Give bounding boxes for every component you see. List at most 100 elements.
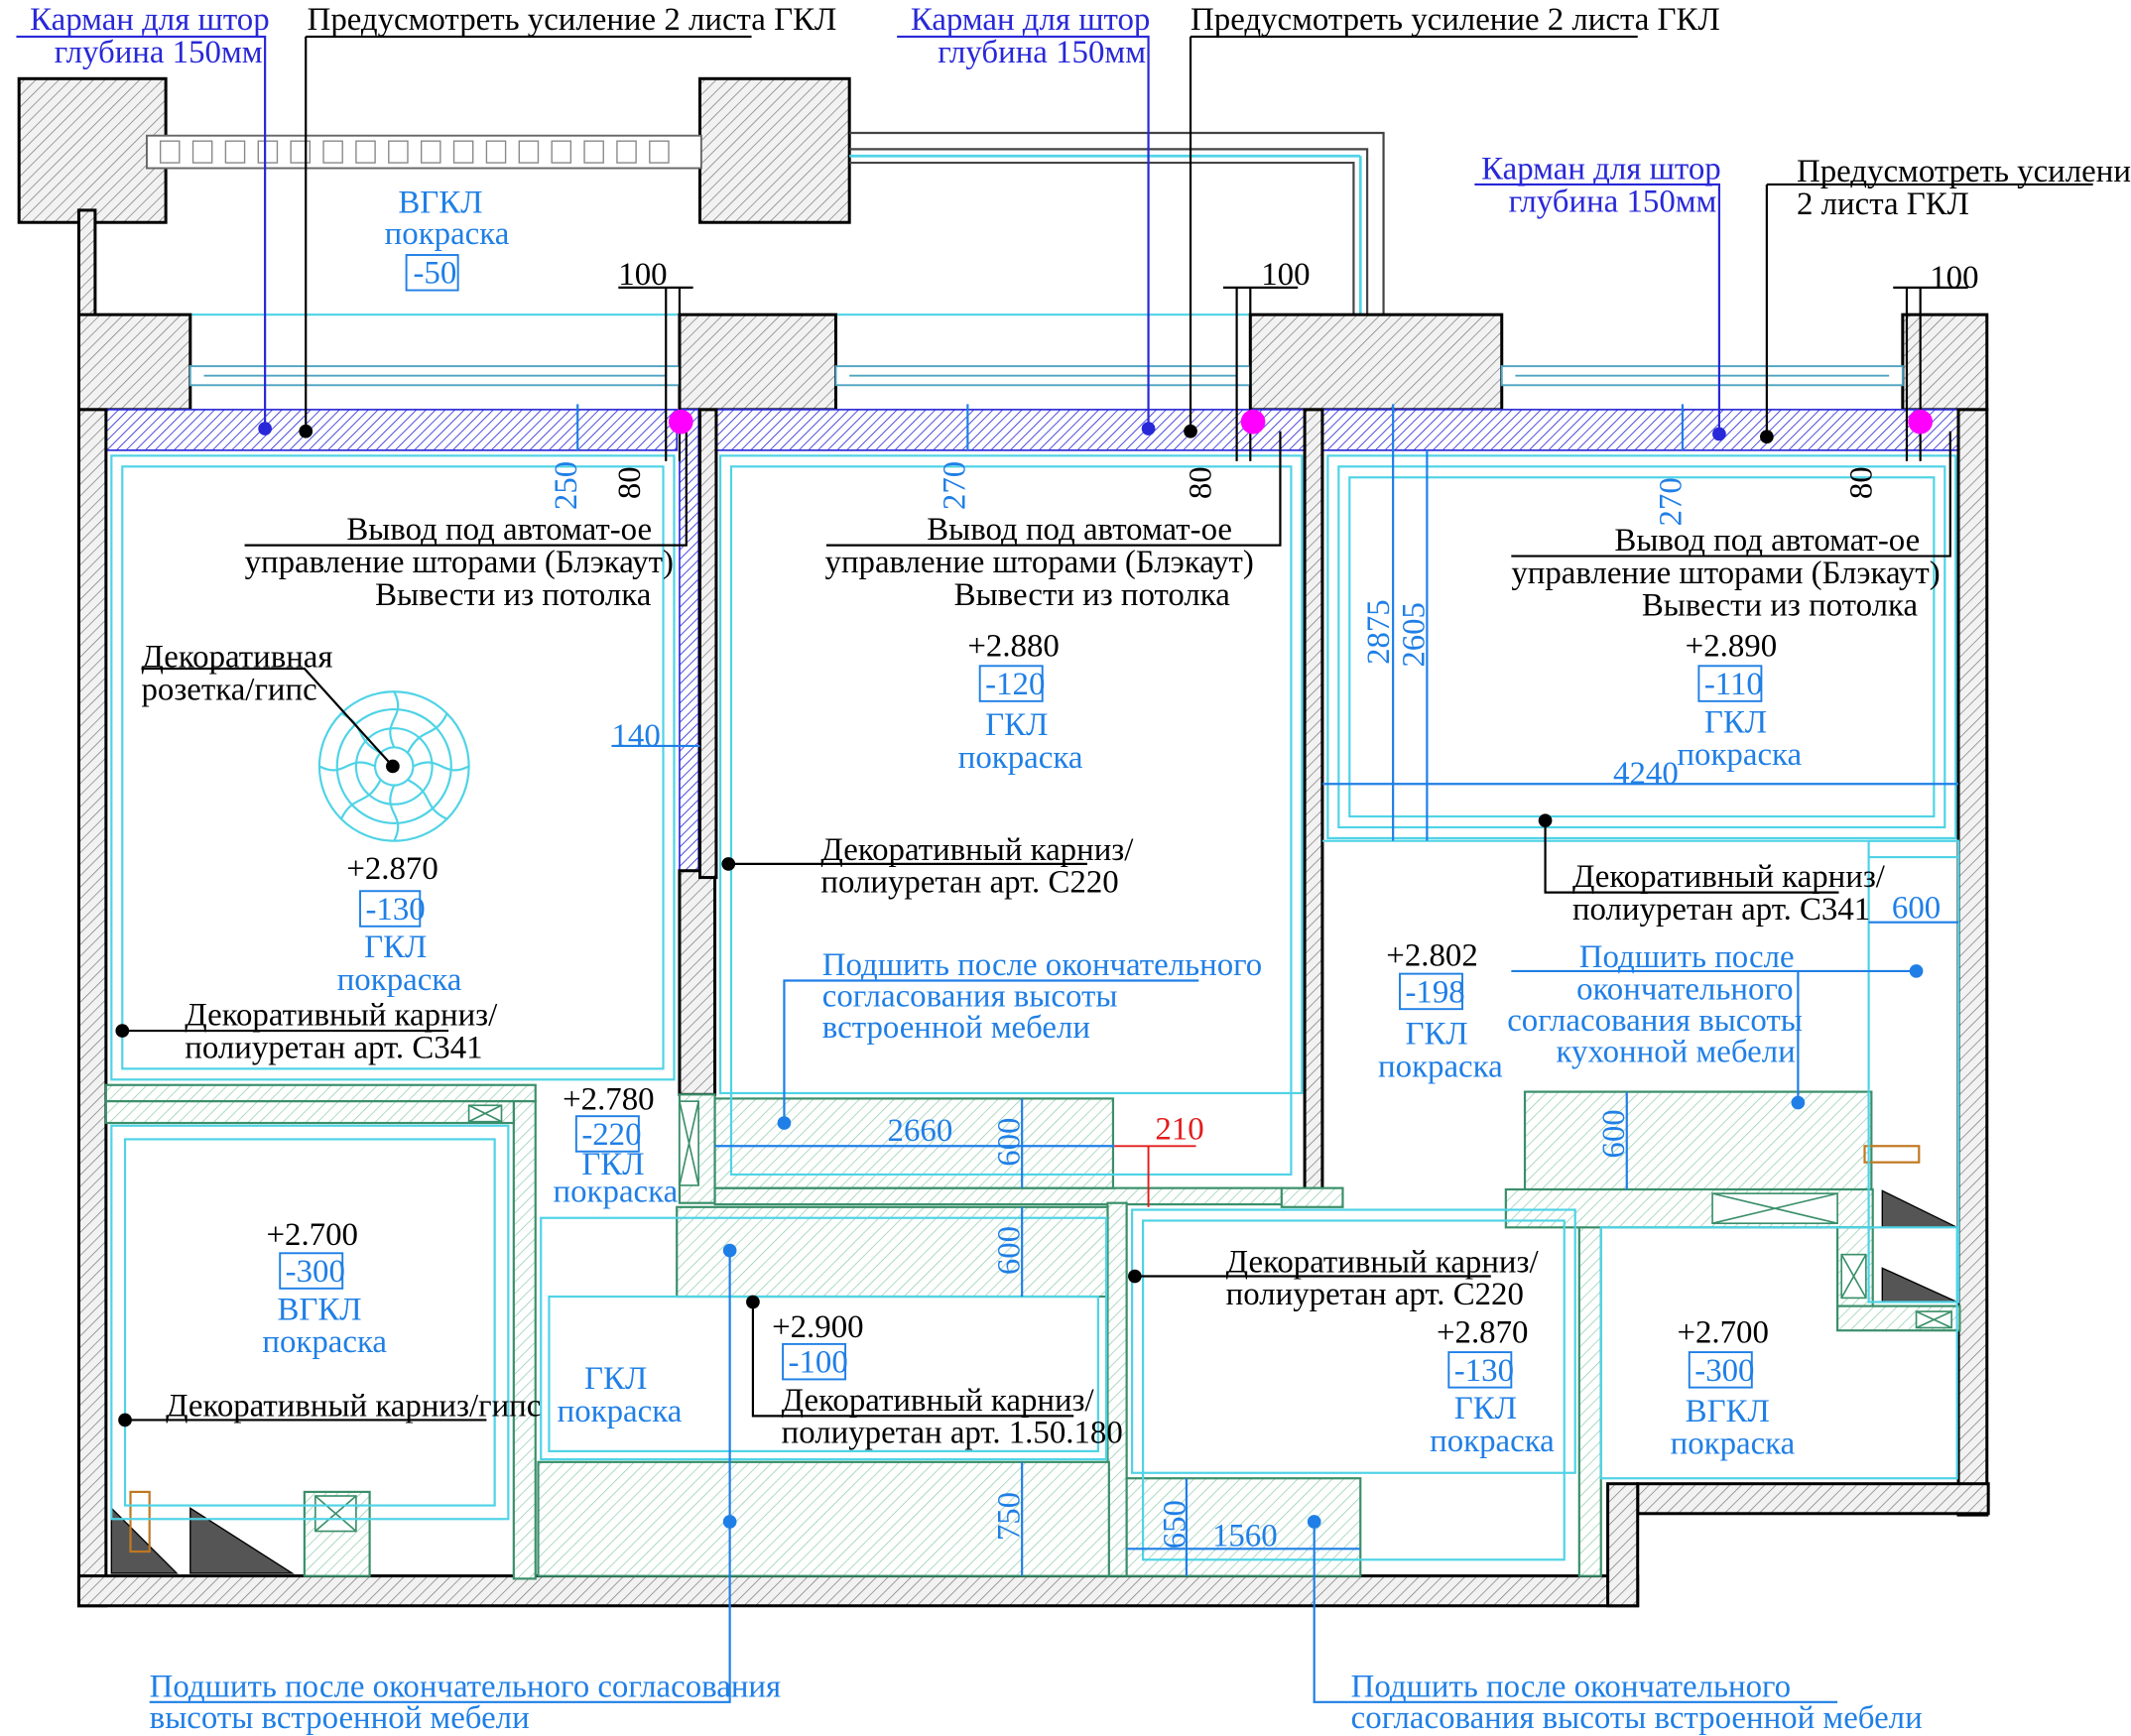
dim-600-d: 600 xyxy=(1596,1109,1632,1158)
ceiling-level-6: +2.900 xyxy=(772,1309,863,1345)
leader-lines xyxy=(16,35,2093,1703)
automation-note-2-line1: Вывод под автомат-ое xyxy=(927,512,1232,548)
dim-100-c: 100 xyxy=(1930,260,1978,296)
reinforcement-note-2: Предусмотреть усиление 2 листа ГКЛ xyxy=(1191,2,1720,38)
ceiling-material-3: ГКЛ xyxy=(1405,1017,1467,1053)
ceiling-level-2: +2.890 xyxy=(1686,629,1777,665)
ceiling-material-1: ГКЛ xyxy=(985,707,1048,743)
curtain-note-3-line2: глубина 150мм xyxy=(1509,184,1717,219)
pipe-fixture xyxy=(129,1145,1921,1553)
balcony-parapet xyxy=(849,131,1385,315)
automation-note-3-line1: Вывод под автомат-ое xyxy=(1614,523,1920,558)
sew-note-1-line1: Подшить после окончательного xyxy=(822,947,1262,983)
dim-600-a: 600 xyxy=(1892,891,1941,927)
sink-fixture xyxy=(110,1189,1957,1574)
cornice-note-6: Декоративный карниз/гипс xyxy=(166,1388,541,1424)
ceiling-offset-8: -300 xyxy=(1694,1353,1754,1389)
sew-note-4-line1: Подшить после окончательного xyxy=(1351,1669,1791,1704)
sew-note-2-line1: Подшить после xyxy=(1579,939,1795,975)
ceiling-material-2: ГКЛ xyxy=(1704,704,1767,740)
ceiling-offset-2: -110 xyxy=(1704,667,1763,702)
cornice-note-2-line1: Декоративный карниз/ xyxy=(820,832,1134,868)
ceiling-level-8: +2.700 xyxy=(1677,1315,1768,1351)
automation-outlet-1 xyxy=(668,409,693,434)
dim-140: 140 xyxy=(611,718,660,754)
dim-80-c: 80 xyxy=(1843,466,1879,499)
automation-outlet-3 xyxy=(1908,409,1933,434)
curtain-pocket-2 xyxy=(715,409,1306,451)
ceiling-marks: +2.870 -130 ГКЛ покраска +2.880 -120 ГКЛ… xyxy=(262,629,1802,1462)
ceiling-material-5: ВГКЛ xyxy=(277,1292,361,1327)
cornice-notes: Декоративный карниз/ полиуретан арт. С34… xyxy=(141,640,1885,1451)
dim-100-b: 100 xyxy=(1261,257,1310,293)
sew-note-2-line2: окончательного xyxy=(1576,972,1793,1008)
automation-note-3-line2: управление шторами (Блэкаут) xyxy=(1511,556,1940,591)
automation-note-3-line3: Вывести из потолка xyxy=(1642,588,1919,624)
ceiling-level-1: +2.880 xyxy=(967,629,1059,665)
ventilation-shafts xyxy=(313,1100,1952,1533)
sew-note-1-line2: согласования высоты xyxy=(822,978,1118,1014)
ceiling-finish-7: покраска xyxy=(1430,1424,1555,1459)
dim-750: 750 xyxy=(991,1492,1027,1541)
rosette-note-line2: розетка/гипс xyxy=(141,672,316,707)
sew-note-2-line4: кухонной мебели xyxy=(1557,1035,1796,1070)
dim-600-b: 600 xyxy=(991,1118,1027,1167)
exterior-wall-top xyxy=(76,312,1989,872)
ceiling-offset-5: -300 xyxy=(286,1254,345,1290)
dim-2660: 2660 xyxy=(888,1113,953,1149)
dim-600-c: 600 xyxy=(991,1226,1027,1275)
automation-note-1-line2: управление шторами (Блэкаут) xyxy=(245,545,674,580)
ceiling-finish-3: покраска xyxy=(1378,1050,1503,1085)
decorative-rosette xyxy=(317,690,470,842)
cornice-note-2-line2: полиуретан арт. С220 xyxy=(820,865,1118,901)
dim-270-b: 270 xyxy=(1654,477,1690,526)
dim-2605: 2605 xyxy=(1397,602,1433,668)
ceiling-level-4: +2.780 xyxy=(563,1081,654,1117)
cornice-note-3-line2: полиуретан арт. С341 xyxy=(1572,892,1870,928)
ceiling-finish-2: покраска xyxy=(1677,737,1802,773)
curtain-note-1-line2: глубина 150мм xyxy=(55,35,263,70)
corridor-material: ГКЛ xyxy=(584,1361,647,1397)
ceiling-finish-5: покраска xyxy=(262,1324,387,1360)
dim-100-a: 100 xyxy=(618,257,667,293)
ceiling-level-3: +2.802 xyxy=(1386,937,1477,973)
automation-note-2-line3: Вывести из потолка xyxy=(954,577,1231,613)
ceiling-level-5: +2.700 xyxy=(266,1217,357,1253)
automation-outlets xyxy=(668,409,1933,434)
curtain-note-2-line2: глубина 150мм xyxy=(938,35,1146,70)
ceiling-finish-1: покраска xyxy=(958,740,1083,776)
dim-1560: 1560 xyxy=(1212,1519,1278,1554)
curtain-pocket-vertical xyxy=(679,409,699,872)
balcony-offset: -50 xyxy=(413,256,456,292)
curtain-note-2-line1: Карман для штор xyxy=(911,2,1151,38)
sew-note-3-line2: высоты встроенной мебели xyxy=(150,1700,530,1736)
ceiling-offset-3: -198 xyxy=(1405,974,1464,1010)
balcony-ceiling-label: ВГКЛ покраска -50 xyxy=(385,186,510,292)
automation-note-2-line2: управление шторами (Блэкаут) xyxy=(825,545,1254,580)
corridor-finish: покраска xyxy=(558,1394,683,1429)
ceiling-offset-6: -100 xyxy=(789,1345,848,1381)
dim-4240: 4240 xyxy=(1613,756,1679,792)
dim-270-a: 270 xyxy=(938,461,973,510)
automation-note-1-line1: Вывод под автомат-ое xyxy=(346,512,652,548)
cornice-note-4-line2: полиуретан арт. С220 xyxy=(1226,1277,1524,1312)
ceiling-material-8: ВГКЛ xyxy=(1686,1394,1770,1429)
ceiling-offset-1: -120 xyxy=(985,667,1045,702)
dim-250: 250 xyxy=(549,461,584,510)
cornice-note-1-line1: Декоративный карниз/ xyxy=(185,998,498,1034)
cornice-note-3-line1: Декоративный карниз/ xyxy=(1572,859,1886,895)
ceiling-level-7: +2.870 xyxy=(1437,1315,1528,1351)
curtain-note-3-line1: Карман для штор xyxy=(1481,151,1721,186)
dimension-labels: 100 100 100 250 270 270 80 80 80 140 287… xyxy=(549,257,1979,1553)
sew-note-4-line2: согласования высоты встроенной мебели xyxy=(1351,1700,1923,1736)
reinforcement-note-1: Предусмотреть усиление 2 листа ГКЛ xyxy=(308,2,837,38)
interior-walls xyxy=(104,408,1602,1580)
sew-notes: Подшить после окончательного согласовани… xyxy=(150,939,1923,1736)
balcony xyxy=(17,76,1385,318)
ceiling-offset-7: -130 xyxy=(1454,1353,1514,1389)
rosette-note-line1: Декоративная xyxy=(141,640,332,676)
automation-note-1-line3: Вывести из потолка xyxy=(375,577,652,613)
ceiling-finish-0: покраска xyxy=(337,962,462,998)
sew-note-1-line3: встроенной мебели xyxy=(822,1010,1090,1046)
